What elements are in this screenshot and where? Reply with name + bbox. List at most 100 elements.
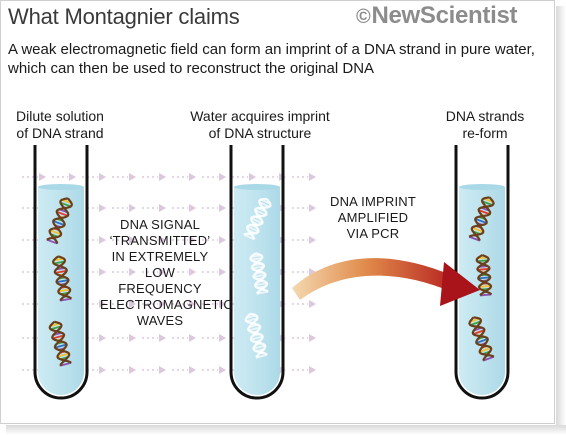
em-wave-head	[219, 173, 226, 181]
tube-2-label-line2: of DNA structure	[208, 125, 312, 141]
em-wave-head	[99, 300, 106, 308]
dna-rung	[60, 297, 72, 302]
figure-subtitle: A weak electromagnetic field can form an…	[8, 41, 535, 77]
dna-rung	[482, 355, 495, 362]
dna-rung	[471, 226, 484, 233]
dna-rung	[481, 200, 493, 206]
dna-rung	[50, 325, 62, 331]
dna-rung	[473, 329, 485, 335]
em-wave-head	[129, 204, 136, 212]
signal-text-line: DNA SIGNAL	[119, 217, 201, 232]
em-wave-head	[129, 236, 136, 244]
dna-rung	[57, 352, 70, 358]
dna-backbone	[250, 252, 269, 293]
dna-backbone	[244, 312, 267, 359]
dna-rung	[479, 293, 492, 297]
brand-name: NewScientist	[371, 2, 518, 29]
em-wave-head	[219, 366, 226, 374]
tube-2-liquid	[234, 187, 280, 395]
imprint-text: DNA IMPRINT AMPLIFIED VIA PCR	[318, 194, 428, 242]
em-wave-head	[189, 366, 196, 374]
dna-backbone	[470, 196, 495, 242]
em-wave-head	[129, 334, 136, 342]
dna-rung	[478, 284, 491, 288]
dna-rung	[250, 217, 263, 225]
dna-backbone	[243, 197, 268, 236]
dna-strands	[46, 196, 495, 367]
em-wave-head	[159, 366, 166, 374]
em-wave-head	[99, 236, 106, 244]
em-wave-head	[69, 173, 76, 181]
em-wave-head	[129, 366, 136, 374]
dna-rung	[248, 326, 261, 332]
dna-rung	[247, 225, 259, 233]
dna-rung	[478, 276, 491, 280]
dna-rung	[254, 282, 267, 287]
dna-backbone	[468, 196, 492, 238]
em-wave-head	[309, 173, 316, 181]
brand-logo: ©NewScientist	[356, 2, 518, 30]
signal-text-line: ‘TRANSMITTED’	[109, 233, 211, 248]
dna-backbone	[247, 312, 268, 356]
em-wave-head	[99, 204, 106, 212]
dna-backbone	[53, 255, 73, 300]
dna-rung	[474, 218, 487, 224]
dna-rung	[56, 210, 69, 217]
dna-rung	[59, 361, 72, 367]
dna-backbone	[51, 255, 72, 302]
em-wave-head	[219, 334, 226, 342]
dna-rung	[53, 260, 65, 265]
tube-1-liquid-surface	[38, 184, 84, 190]
dna-backbone	[468, 316, 493, 362]
signal-text-line: WAVES	[136, 313, 184, 328]
dna-rung	[477, 267, 490, 271]
em-wave-head	[189, 268, 196, 276]
tube-1-label-line2: of DNA strand	[16, 125, 104, 141]
dna-rung	[478, 209, 490, 215]
em-wave-head	[219, 204, 226, 212]
dna-backbone	[48, 197, 73, 244]
dna-rung	[256, 290, 269, 295]
pcr-arrow	[292, 258, 480, 306]
dna-rung	[250, 335, 263, 341]
signal-text-line: FREQUENCY	[118, 281, 202, 296]
dna-rung	[54, 343, 67, 349]
em-wave-head	[129, 268, 136, 276]
em-wave-head	[189, 334, 196, 342]
tube-3-label-line2: re-form	[462, 125, 508, 141]
dna-rung	[243, 233, 255, 241]
em-wave-head	[189, 300, 196, 308]
dna-rung	[246, 317, 258, 323]
dna-imprint	[243, 197, 272, 241]
tube-3-liquid-surface	[459, 184, 505, 190]
dna-rung	[56, 279, 69, 284]
em-wave-head	[99, 268, 106, 276]
dna-rung	[52, 334, 65, 340]
imprint-text-line: AMPLIFIED	[337, 210, 409, 225]
signal-text: DNA SIGNAL ‘TRANSMITTED’ IN EXTREMELY LO…	[100, 217, 233, 329]
dna-backbone	[246, 198, 272, 240]
dna-helix	[468, 196, 495, 242]
em-wave-head	[309, 204, 316, 212]
dna-rung	[477, 259, 489, 263]
dna-rung	[49, 229, 62, 236]
dna-rung	[258, 201, 270, 208]
tube-3-glass	[454, 145, 510, 400]
tube-1-glass	[33, 145, 89, 400]
dna-backbone	[476, 254, 493, 296]
tube-2-liquid-surface	[234, 184, 280, 190]
em-wave-head	[309, 366, 316, 374]
em-wave-head	[309, 236, 316, 244]
copyright-symbol: ©	[356, 6, 371, 28]
dna-rung	[46, 238, 58, 245]
em-wave-head	[99, 173, 106, 181]
em-wave-head	[189, 204, 196, 212]
em-wave-head	[189, 236, 196, 244]
tube-1-label: Dilute solution of DNA strand	[0, 108, 120, 142]
frame-shadow-bottom	[6, 425, 566, 435]
dna-rung	[250, 257, 263, 261]
dna-backbone	[48, 320, 71, 367]
dna-backbone	[51, 320, 72, 364]
dna-backbone	[475, 254, 493, 297]
tube-2-label: Water acquires imprint of DNA structure	[170, 108, 350, 142]
